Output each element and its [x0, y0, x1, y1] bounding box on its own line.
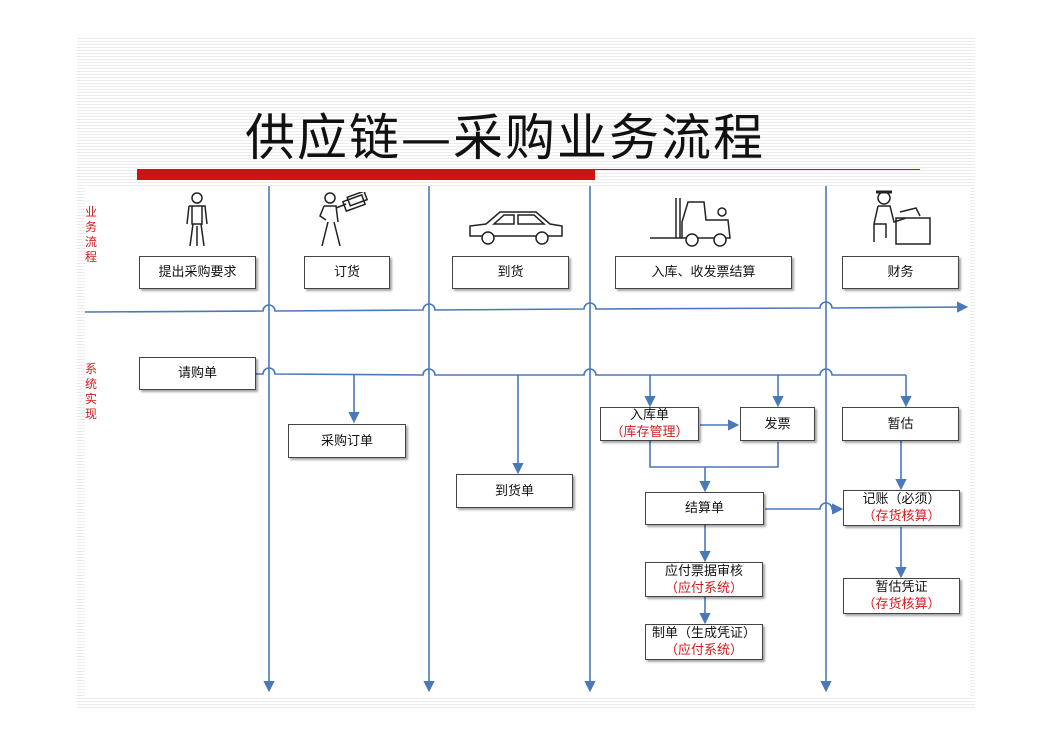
- ap-review-box: 应付票据审核 （应付系统）: [645, 562, 763, 597]
- merge-line: [649, 441, 779, 468]
- purchase-order-box: 采购订单: [288, 424, 406, 458]
- receipt-box: 入库单 （库存管理）: [600, 407, 699, 441]
- posting-box: 记账（必须） （存货核算）: [843, 490, 960, 526]
- title-underline-bar: [137, 169, 595, 180]
- car-icon: [469, 211, 563, 245]
- business-axis: [84, 301, 969, 313]
- business-box-finance: 财务: [842, 256, 959, 289]
- requisition-flow-line: [256, 367, 906, 376]
- forklift-icon: [650, 198, 731, 247]
- office-worker-icon: [873, 190, 931, 245]
- arrow-settlement-to-posting: [765, 502, 844, 515]
- estimate-voucher-box: 暂估凭证 （存货核算）: [843, 578, 960, 614]
- business-box-inbound: 入库、收发票结算: [615, 256, 792, 289]
- requisition-box: 请购单: [139, 357, 256, 390]
- arrival-note-box: 到货单: [456, 474, 573, 508]
- business-box-order: 订货: [304, 256, 390, 289]
- business-box-arrival: 到货: [452, 256, 569, 289]
- settlement-box: 结算单: [645, 492, 764, 525]
- business-box-request: 提出采购要求: [139, 256, 256, 289]
- estimate-box: 暂估: [842, 407, 959, 441]
- person-with-money-icon: [319, 192, 369, 247]
- voucher-box: 制单（生成凭证） （应付系统）: [645, 624, 763, 660]
- system-impl-side-label: 系 统 实 现: [84, 362, 97, 421]
- person-icon: [186, 192, 208, 247]
- business-flow-side-label: 业 务 流 程: [84, 205, 97, 264]
- invoice-box: 发票: [740, 407, 815, 441]
- title-underline-line: [595, 169, 920, 170]
